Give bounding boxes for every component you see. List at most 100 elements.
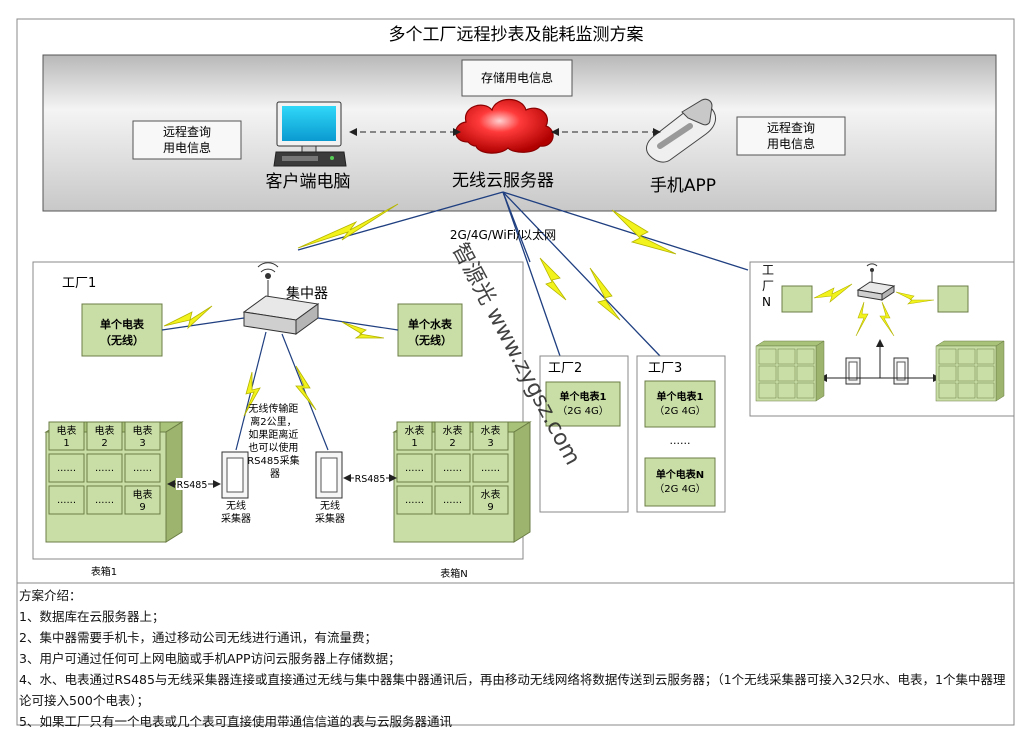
- rs485-left-bg: [176, 478, 208, 490]
- query-right-line2: 用电信息: [767, 136, 815, 151]
- factoryN-collector-right: [893, 357, 909, 385]
- factory3-dots: ......: [670, 434, 691, 447]
- factory1-label: 工厂1: [62, 276, 96, 291]
- elec-box-cell-label: ......: [57, 463, 76, 474]
- factoryN-meter-left: [781, 285, 813, 313]
- elec-box-cell-number: 3: [139, 438, 145, 449]
- elec-box-cell-label: ......: [57, 495, 76, 506]
- factoryN-collector-left: [845, 357, 861, 385]
- factory2-label: 工厂2: [548, 361, 582, 376]
- elec-box-cell-label: 电表: [95, 424, 115, 437]
- elec-box-cell: [48, 421, 85, 451]
- water-box-cell-label: ......: [443, 463, 462, 474]
- rs485-right-bg: [354, 472, 386, 484]
- elec-box-cell: [48, 485, 85, 515]
- query-left-line1: 远程查询: [163, 124, 211, 139]
- query-left-line2: 用电信息: [163, 140, 211, 155]
- query-box-left: [132, 120, 242, 160]
- collector-right-icon: [315, 451, 343, 499]
- single-water-line1: 单个水表: [408, 317, 453, 331]
- water-box-cell: [434, 421, 471, 451]
- factory3-meter1-line2: （2G 4G）: [654, 405, 705, 417]
- water-box-cell: [396, 421, 433, 451]
- elec-box-caption: 表箱1: [91, 565, 117, 578]
- storage-box: [461, 59, 573, 97]
- network-label: 2G/4G/WiFi/以太网: [450, 227, 556, 242]
- water-box-cell: [472, 453, 509, 483]
- elec-box-cell-number: 1: [63, 438, 69, 449]
- elec-box-cell-label: 电表: [133, 488, 153, 501]
- elec-box-cell-label: ......: [95, 463, 114, 474]
- factory3-meterN-line2: （2G 4G）: [654, 483, 705, 495]
- water-box-cell-label: 水表: [405, 424, 425, 437]
- water-box-cell: [472, 485, 509, 515]
- water-box-cell: [434, 485, 471, 515]
- water-box-cell: [396, 485, 433, 515]
- factoryN-bolts: [813, 283, 935, 337]
- factory2-meter-line1: 单个电表1: [560, 390, 607, 403]
- elec-box-cell: [124, 453, 161, 483]
- collector-left-line2: 采集器: [221, 512, 251, 525]
- pc-label: 客户端电脑: [266, 172, 351, 192]
- factory3-label: 工厂3: [648, 361, 682, 376]
- factory3-meter1-line1: 单个电表1: [657, 390, 704, 403]
- single-elec-line2: （无线）: [100, 333, 144, 347]
- factory3-meterN-line1: 单个电表N: [656, 468, 704, 481]
- elec-box-cell: [124, 421, 161, 451]
- single-elec-line1: 单个电表: [100, 317, 145, 331]
- notes-section: 方案介绍： 1、数据库在云服务器上； 2、集中器需要手机卡，通过移动公司无线进行…: [19, 585, 1009, 729]
- factoryN-box-right: [935, 340, 1005, 402]
- elec-box-cell-number: 9: [139, 502, 145, 513]
- elec-box-cell-label: ......: [95, 495, 114, 506]
- water-box-cell-label: ......: [443, 495, 462, 506]
- wireless-note: 无线传输距 离2公里， 如果距离近 也可以使用 RS485采集 器: [247, 402, 303, 480]
- query-box-right: [736, 116, 846, 156]
- elec-box-cell: [124, 485, 161, 515]
- factory3-meter1: [644, 380, 716, 428]
- water-box-cell-number: 9: [487, 502, 493, 513]
- app-label: 手机APP: [650, 176, 716, 196]
- wireless-bolts: [297, 203, 677, 321]
- factory3-meterN: [644, 457, 716, 507]
- factoryN-meter-right: [937, 285, 969, 313]
- note-item-2: 2、集中器需要手机卡，通过移动公司无线进行通讯，有流量费；: [19, 630, 377, 645]
- factoryN-box-left: [755, 340, 825, 402]
- collector-left-line1: 无线: [226, 499, 246, 512]
- computer-icon: [273, 101, 347, 167]
- water-box-cell: [396, 453, 433, 483]
- factoryN-label: 工 厂 N: [762, 263, 778, 309]
- water-box-cell-label: ......: [405, 495, 424, 506]
- factoryN-wiring: [819, 339, 941, 382]
- water-box-cell-label: ......: [481, 463, 500, 474]
- water-box-cell-label: ......: [405, 463, 424, 474]
- water-box-cell: [472, 421, 509, 451]
- water-box-cell-label: 水表: [481, 488, 501, 501]
- mobile-phone-icon: [646, 98, 717, 163]
- single-water-meter: [397, 303, 463, 357]
- water-box-caption: 表箱N: [440, 567, 467, 580]
- elec-box-cell-label: ......: [133, 463, 152, 474]
- note-item-1: 1、数据库在云服务器上；: [19, 609, 165, 624]
- factoryN-concentrator-icon: [856, 263, 896, 301]
- rs485-right-label: RS485: [355, 474, 386, 485]
- concentrator-label: 集中器: [286, 285, 328, 302]
- elec-box-cell-label: 电表: [133, 424, 153, 437]
- elec-box-cell: [48, 453, 85, 483]
- collector-right-line1: 无线: [320, 499, 340, 512]
- note-item-5: 5、如果工厂只有一个电表或几个表可直接使用带通信信道的表与云服务器通讯: [19, 714, 452, 729]
- query-right-line1: 远程查询: [767, 120, 815, 135]
- page-title: 多个工厂远程抄表及能耗监测方案: [389, 25, 644, 45]
- elec-box-cell-label: 电表: [57, 424, 77, 437]
- cloud-server-icon: [455, 98, 554, 154]
- collector-right-line2: 采集器: [315, 512, 345, 525]
- storage-box-label: 存储用电信息: [481, 70, 553, 85]
- elec-box-cell: [86, 421, 123, 451]
- network-links: [297, 191, 749, 357]
- factory2-meter-line2: （2G 4G）: [557, 405, 608, 417]
- elec-box-cells: 电表1电表2电表3..............................电…: [48, 421, 161, 515]
- water-box-cell-number: 1: [411, 438, 417, 449]
- single-water-line2: （无线）: [408, 333, 452, 347]
- notes-heading: 方案介绍：: [19, 588, 82, 603]
- water-box-cell-label: 水表: [481, 424, 501, 437]
